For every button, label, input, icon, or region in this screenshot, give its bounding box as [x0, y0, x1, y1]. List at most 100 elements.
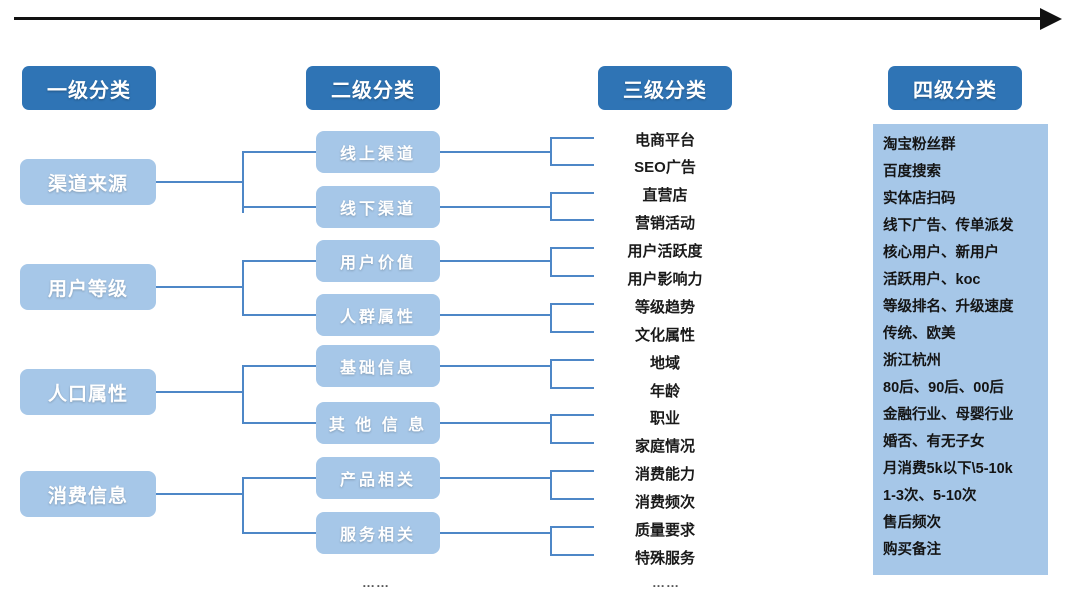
connector-l1-l2-branch-1b — [242, 206, 318, 208]
leaf-level3-12[interactable]: 消费能力 — [634, 465, 695, 483]
connector-l1-l2-branch-2a — [242, 260, 318, 262]
level4-row[interactable]: 购买备注 — [883, 542, 941, 558]
connector-l2-l3-branch-5b — [550, 387, 594, 389]
connector-l2-l3-spine-7 — [550, 470, 552, 498]
leaf-level3-9[interactable]: 年龄 — [649, 382, 680, 400]
connector-l2-l3-spine-1 — [550, 137, 552, 165]
node-level2-offline-channel[interactable]: 线下渠道 — [316, 186, 440, 228]
connector-l2-l3-branch-4a — [550, 303, 594, 305]
header-level-3[interactable]: 三级分类 — [598, 66, 732, 110]
connector-l2-l3-branch-8b — [550, 554, 594, 556]
level4-row[interactable]: 1-3次、5-10次 — [883, 488, 977, 504]
connector-l2-l3-spine-6 — [550, 414, 552, 442]
connector-l2-l3-stem-2 — [440, 206, 550, 208]
level4-row[interactable]: 等级排名、升级速度 — [883, 299, 1014, 315]
connector-l1-l2-stem-2 — [156, 286, 242, 288]
level4-row[interactable]: 浙江杭州 — [883, 353, 941, 369]
connector-l2-l3-spine-2 — [550, 192, 552, 220]
level4-row[interactable]: 80后、90后、00后 — [883, 380, 1004, 396]
connector-l2-l3-branch-8a — [550, 526, 594, 528]
connector-l1-l2-stem-3 — [156, 391, 242, 393]
connector-l1-l2-branch-1a — [242, 151, 318, 153]
leaf-level3-14[interactable]: 质量要求 — [634, 521, 695, 539]
connector-l2-l3-stem-1 — [440, 151, 550, 153]
node-level2-other-info[interactable]: 其 他 信 息 — [316, 402, 440, 444]
level4-row[interactable]: 传统、欧美 — [883, 326, 956, 342]
connector-l2-l3-spine-8 — [550, 526, 552, 554]
connector-l2-l3-branch-1a — [550, 137, 594, 139]
node-level2-product-related[interactable]: 产品相关 — [316, 457, 440, 499]
ellipsis-level3: …… — [652, 575, 680, 590]
connector-l1-l2-stem-1 — [156, 181, 242, 183]
connector-l2-l3-stem-3 — [440, 260, 550, 262]
leaf-level3-15[interactable]: 特殊服务 — [634, 549, 695, 567]
header-level-2[interactable]: 二级分类 — [306, 66, 440, 110]
leaf-level3-5[interactable]: 用户影响力 — [627, 270, 703, 288]
connector-l2-l3-spine-5 — [550, 359, 552, 387]
connector-l2-l3-branch-2b — [550, 219, 594, 221]
connector-l2-l3-stem-8 — [440, 532, 550, 534]
node-level2-service-related[interactable]: 服务相关 — [316, 512, 440, 554]
connector-l2-l3-stem-4 — [440, 314, 550, 316]
node-level1-demographics[interactable]: 人口属性 — [20, 369, 156, 415]
node-level1-consumption[interactable]: 消费信息 — [20, 471, 156, 517]
level4-row[interactable]: 金融行业、母婴行业 — [883, 407, 1014, 423]
connector-l2-l3-stem-7 — [440, 477, 550, 479]
connector-l2-l3-stem-5 — [440, 365, 550, 367]
connector-l2-l3-branch-2a — [550, 192, 594, 194]
level4-row[interactable]: 淘宝粉丝群 — [883, 137, 956, 153]
connector-l2-l3-branch-4b — [550, 331, 594, 333]
connector-l1-l2-branch-4b — [242, 532, 318, 534]
header-level-4[interactable]: 四级分类 — [888, 66, 1022, 110]
node-level2-user-value[interactable]: 用户价值 — [316, 240, 440, 282]
leaf-level3-7[interactable]: 文化属性 — [634, 326, 695, 344]
leaf-level3-4[interactable]: 用户活跃度 — [627, 242, 703, 260]
node-level1-user-tier[interactable]: 用户等级 — [20, 264, 156, 310]
connector-l2-l3-branch-5a — [550, 359, 594, 361]
connector-l2-l3-branch-7b — [550, 498, 594, 500]
connector-l2-l3-branch-3b — [550, 275, 594, 277]
connector-l2-l3-branch-3a — [550, 247, 594, 249]
leaf-level3-0[interactable]: 电商平台 — [634, 131, 695, 149]
node-level1-channel-source[interactable]: 渠道来源 — [20, 159, 156, 205]
connector-l2-l3-branch-7a — [550, 470, 594, 472]
connector-l1-l2-branch-2b — [242, 314, 318, 316]
connector-l1-l2-stem-4 — [156, 493, 242, 495]
panel-level4: 淘宝粉丝群 百度搜索 实体店扫码 线下广告、传单派发 核心用户、新用户 活跃用户… — [873, 124, 1048, 575]
leaf-level3-13[interactable]: 消费频次 — [634, 493, 695, 511]
leaf-level3-2[interactable]: 直营店 — [642, 186, 688, 204]
connector-l2-l3-stem-6 — [440, 422, 550, 424]
connector-l2-l3-branch-1b — [550, 164, 594, 166]
level4-row[interactable]: 活跃用户、koc — [883, 272, 981, 288]
leaf-level3-8[interactable]: 地域 — [649, 354, 680, 372]
connector-l1-l2-spine-2 — [242, 260, 244, 315]
level4-row[interactable]: 婚否、有无子女 — [883, 434, 985, 450]
node-level2-basic-info[interactable]: 基础信息 — [316, 345, 440, 387]
leaf-level3-11[interactable]: 家庭情况 — [634, 437, 695, 455]
flow-arrow-head-icon — [1040, 8, 1062, 30]
node-level2-online-channel[interactable]: 线上渠道 — [316, 131, 440, 173]
level4-row[interactable]: 核心用户、新用户 — [883, 245, 999, 261]
level4-row[interactable]: 线下广告、传单派发 — [883, 218, 1014, 234]
connector-l2-l3-spine-4 — [550, 303, 552, 331]
flow-arrow-line — [14, 17, 1048, 20]
connector-l1-l2-spine-4 — [242, 477, 244, 533]
level4-row[interactable]: 百度搜索 — [883, 164, 941, 180]
leaf-level3-6[interactable]: 等级趋势 — [634, 298, 695, 316]
leaf-level3-10[interactable]: 职业 — [649, 409, 680, 427]
leaf-level3-3[interactable]: 营销活动 — [634, 214, 695, 232]
connector-l1-l2-branch-3a — [242, 365, 318, 367]
connector-l2-l3-spine-3 — [550, 247, 552, 275]
connector-l1-l2-branch-3b — [242, 422, 318, 424]
connector-l1-l2-branch-4a — [242, 477, 318, 479]
header-level-1[interactable]: 一级分类 — [22, 66, 156, 110]
level4-row[interactable]: 实体店扫码 — [883, 191, 956, 207]
level4-row[interactable]: 售后频次 — [883, 515, 941, 531]
level4-row[interactable]: 月消费5k以下\5-10k — [883, 461, 1013, 477]
leaf-level3-1[interactable]: SEO广告 — [634, 158, 696, 176]
node-level2-crowd-attribute[interactable]: 人群属性 — [316, 294, 440, 336]
connector-l1-l2-spine-3 — [242, 365, 244, 423]
connector-l2-l3-branch-6b — [550, 442, 594, 444]
ellipsis-level2: …… — [362, 575, 390, 590]
